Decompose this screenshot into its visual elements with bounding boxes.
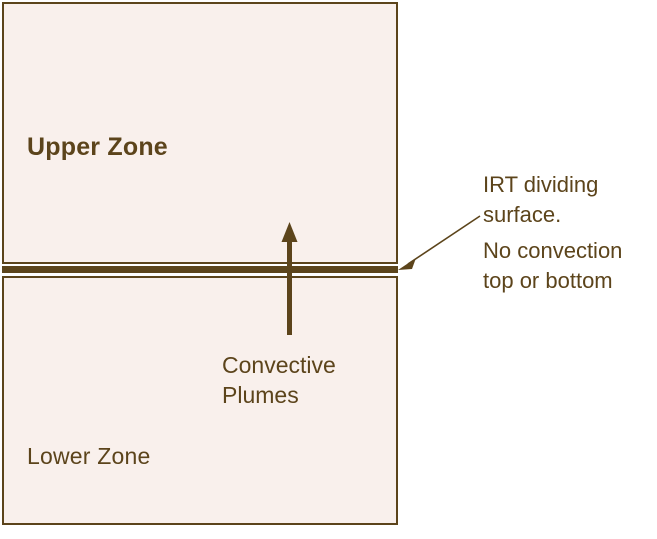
annotation-no-convection-line1: No convection	[483, 238, 623, 263]
convective-plumes-label: Convective Plumes	[222, 350, 336, 410]
convective-plume-arrow-icon	[281, 222, 298, 335]
upper-zone-label: Upper Zone	[27, 133, 168, 161]
annotation-irt-dividing-surface: IRT dividing surface.	[483, 170, 657, 230]
convective-plumes-label-line1: Convective	[222, 352, 336, 378]
annotation-no-convection-line2: top or bottom	[483, 268, 613, 293]
convective-plumes-label-line2: Plumes	[222, 382, 299, 408]
annotation-no-convection: No convection top or bottom	[483, 236, 657, 296]
annotation-irt-line2: surface.	[483, 202, 562, 227]
irt-dividing-surface-bar	[2, 266, 398, 273]
callout-leader-arrow-icon	[398, 215, 481, 270]
lower-zone-label: Lower Zone	[27, 443, 151, 469]
annotation-irt-line1: IRT dividing	[483, 172, 599, 197]
lower-zone-box	[2, 276, 398, 525]
upper-zone-box	[2, 2, 398, 264]
